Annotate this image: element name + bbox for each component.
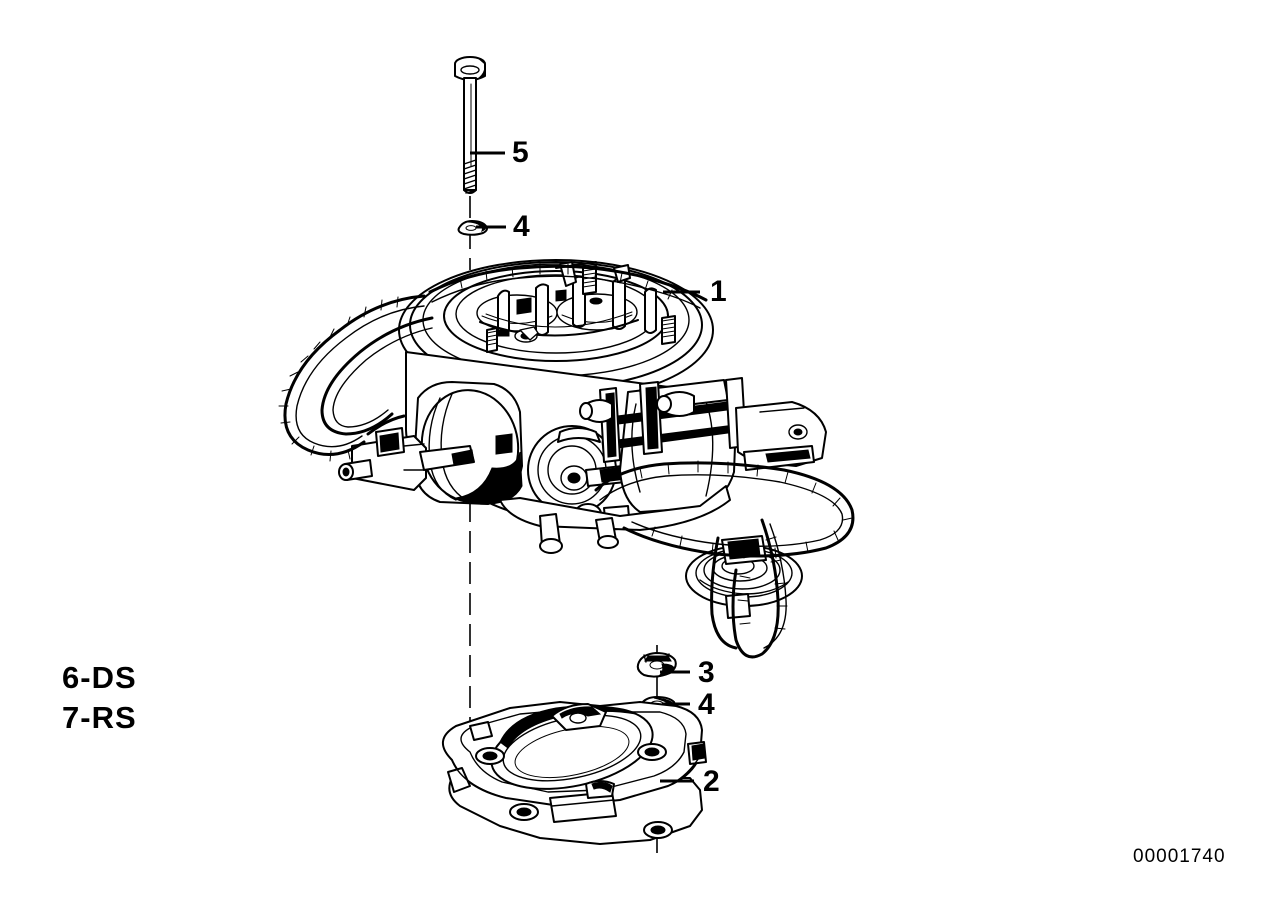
- knurl-screw-a: [582, 265, 597, 295]
- vacuum-hose-group: [278, 263, 855, 659]
- hose-corrugations-left: [278, 296, 399, 462]
- gasket-mount-holes: [469, 721, 673, 839]
- carburetor-assembly-art: [338, 259, 827, 619]
- callout-label-5: 5: [512, 136, 529, 169]
- gasket-flange-plate-art: [442, 701, 707, 845]
- left-actuator: [338, 427, 475, 491]
- lock-washer-upper-art: [457, 220, 488, 236]
- diagram-id-footer: 00001740: [1133, 846, 1226, 867]
- hose-corrugations-top: [459, 263, 673, 300]
- callout-label-2: 2: [703, 765, 720, 798]
- hose-corrugations-drop: [737, 536, 788, 630]
- callout-label-3: 3: [698, 656, 715, 689]
- callout-label-4-upper: 4: [513, 210, 530, 243]
- gasket-center-block: [549, 780, 617, 823]
- knurl-screw-b: [661, 315, 676, 345]
- callout-label-1: 1: [710, 275, 727, 308]
- callout-leaders: [470, 151, 700, 783]
- lower-throttle-flange: [499, 485, 731, 554]
- hose-corrugations-right: [639, 460, 853, 559]
- variant-label-rs: 7-RS: [62, 700, 137, 735]
- knurl-screw-c: [486, 327, 498, 353]
- variant-label-ds: 6-DS: [62, 660, 137, 695]
- right-mount-ear: [735, 401, 827, 471]
- air-horn-internals: [479, 261, 676, 353]
- callout-label-4-lower: 4: [698, 688, 715, 721]
- gasket-upper-tab: [551, 703, 607, 731]
- throttle-bowl-right: [579, 377, 747, 513]
- stud-bolt-art: [454, 56, 486, 194]
